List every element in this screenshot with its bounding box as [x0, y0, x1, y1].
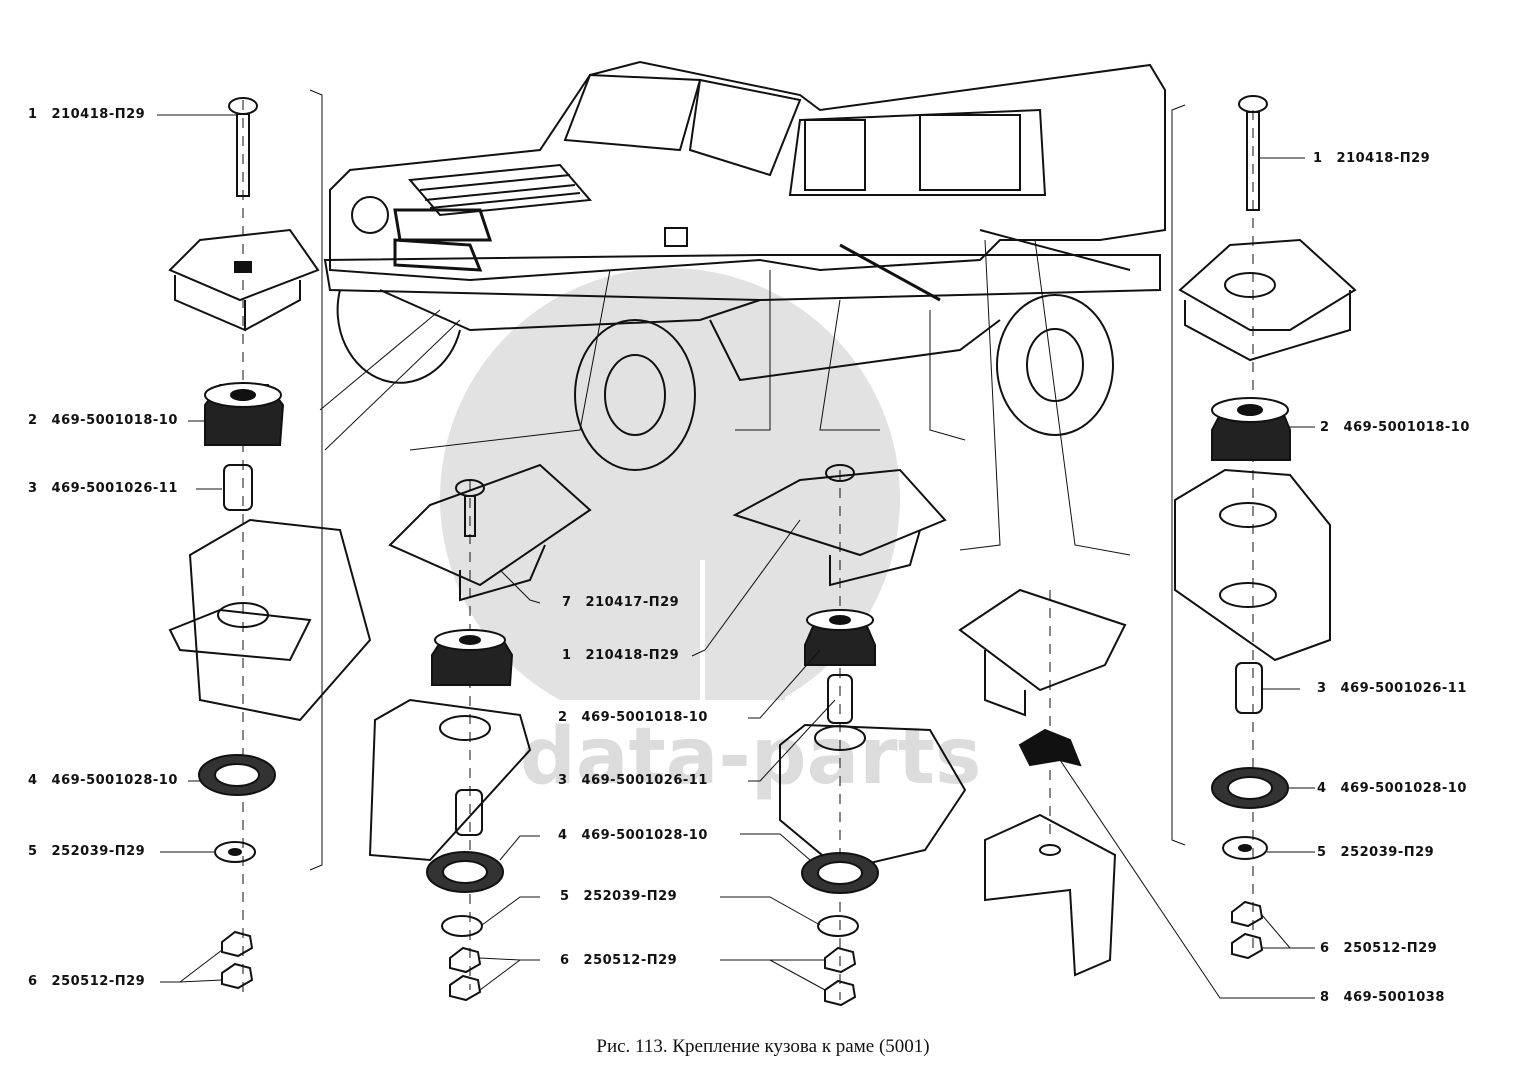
part-number: 250512-П29 [51, 974, 146, 989]
right-stack [1174, 95, 1357, 960]
part-number: 469-5001038 [1343, 990, 1445, 1005]
part-number: 469-5001028-10 [581, 828, 708, 843]
center-far-right-stack [958, 588, 1127, 977]
part-number: 252039-П29 [51, 844, 146, 859]
part-number: 252039-П29 [1340, 845, 1435, 860]
part-number: 469-5001026-11 [1340, 681, 1467, 696]
part-number: 469-5001026-11 [581, 773, 708, 788]
part-number: 469-5001028-10 [51, 773, 178, 788]
part-number: 469-5001018-10 [51, 413, 178, 428]
vehicle-illustration [319, 60, 1166, 556]
part-number: 210418-П29 [585, 648, 680, 663]
part-number: 210418-П29 [1336, 151, 1431, 166]
part-number: 210418-П29 [51, 107, 146, 122]
part-number: 210417-П29 [585, 595, 680, 610]
part-number: 469-5001018-10 [581, 710, 708, 725]
part-number: 469-5001028-10 [1340, 781, 1467, 796]
left-stack [168, 97, 372, 1000]
center-left-stack [368, 463, 592, 1002]
part-number: 250512-П29 [1343, 941, 1438, 956]
part-number: 250512-П29 [583, 953, 678, 968]
part-number: 469-5001018-10 [1343, 420, 1470, 435]
watermark-text: data-parts [520, 712, 982, 802]
figure-caption: Рис. 113. Крепление кузова к раме (5001) [596, 1036, 930, 1057]
leader-lines [157, 114, 1315, 999]
part-number: 469-5001026-11 [51, 481, 178, 496]
center-right-stack [732, 464, 967, 1007]
part-number: 252039-П29 [583, 889, 678, 904]
